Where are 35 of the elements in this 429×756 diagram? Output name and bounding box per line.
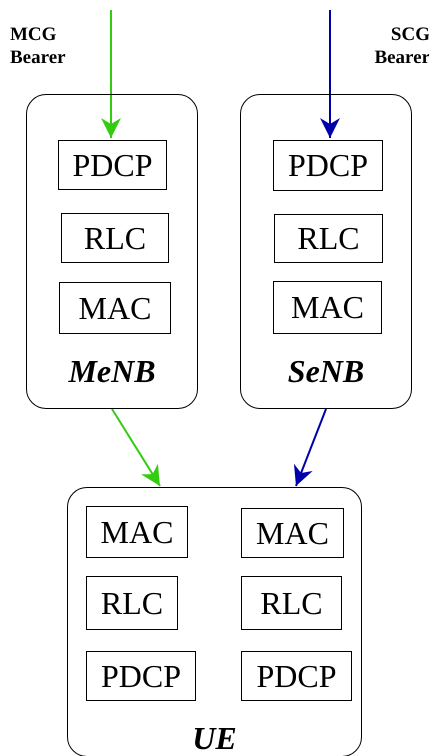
bearer-label: MCG Bearer bbox=[10, 24, 67, 70]
layer-name: PDCP bbox=[288, 147, 368, 184]
layer-name: PDCP bbox=[100, 658, 182, 694]
entity-name: UE bbox=[191, 720, 238, 756]
layer-box bbox=[86, 651, 196, 701]
layer-name: RLC bbox=[100, 584, 164, 622]
layer-name: MAC bbox=[100, 514, 174, 550]
layer-box bbox=[273, 281, 382, 334]
arrow bbox=[101, 10, 121, 138]
layer-name: PDCP bbox=[256, 658, 337, 694]
entity-name: SeNB bbox=[286, 353, 366, 390]
layer-name: MAC bbox=[256, 514, 329, 552]
entity-name: MeNB bbox=[67, 353, 157, 390]
layer-name: PDCP bbox=[72, 146, 153, 184]
layer-name: MAC bbox=[78, 290, 152, 326]
layer-box bbox=[86, 506, 188, 558]
layer-box bbox=[61, 213, 169, 263]
layer-box bbox=[241, 508, 344, 558]
layer-box bbox=[59, 282, 171, 334]
layer-box bbox=[241, 651, 352, 701]
arrow bbox=[320, 10, 340, 138]
layer-box bbox=[273, 140, 383, 191]
layer-name: MAC bbox=[291, 289, 364, 326]
layer-box bbox=[274, 214, 383, 263]
arrow bbox=[294, 408, 327, 486]
layer-box bbox=[241, 576, 342, 630]
layer-name: RLC bbox=[84, 220, 146, 256]
entity-box bbox=[67, 487, 362, 756]
layer-box bbox=[86, 576, 178, 630]
entity-box bbox=[240, 94, 412, 409]
entity-box bbox=[26, 94, 198, 409]
layer-name: RLC bbox=[260, 584, 323, 622]
arrow bbox=[111, 408, 161, 487]
layer-name: RLC bbox=[297, 220, 360, 257]
layer-box bbox=[58, 140, 167, 190]
